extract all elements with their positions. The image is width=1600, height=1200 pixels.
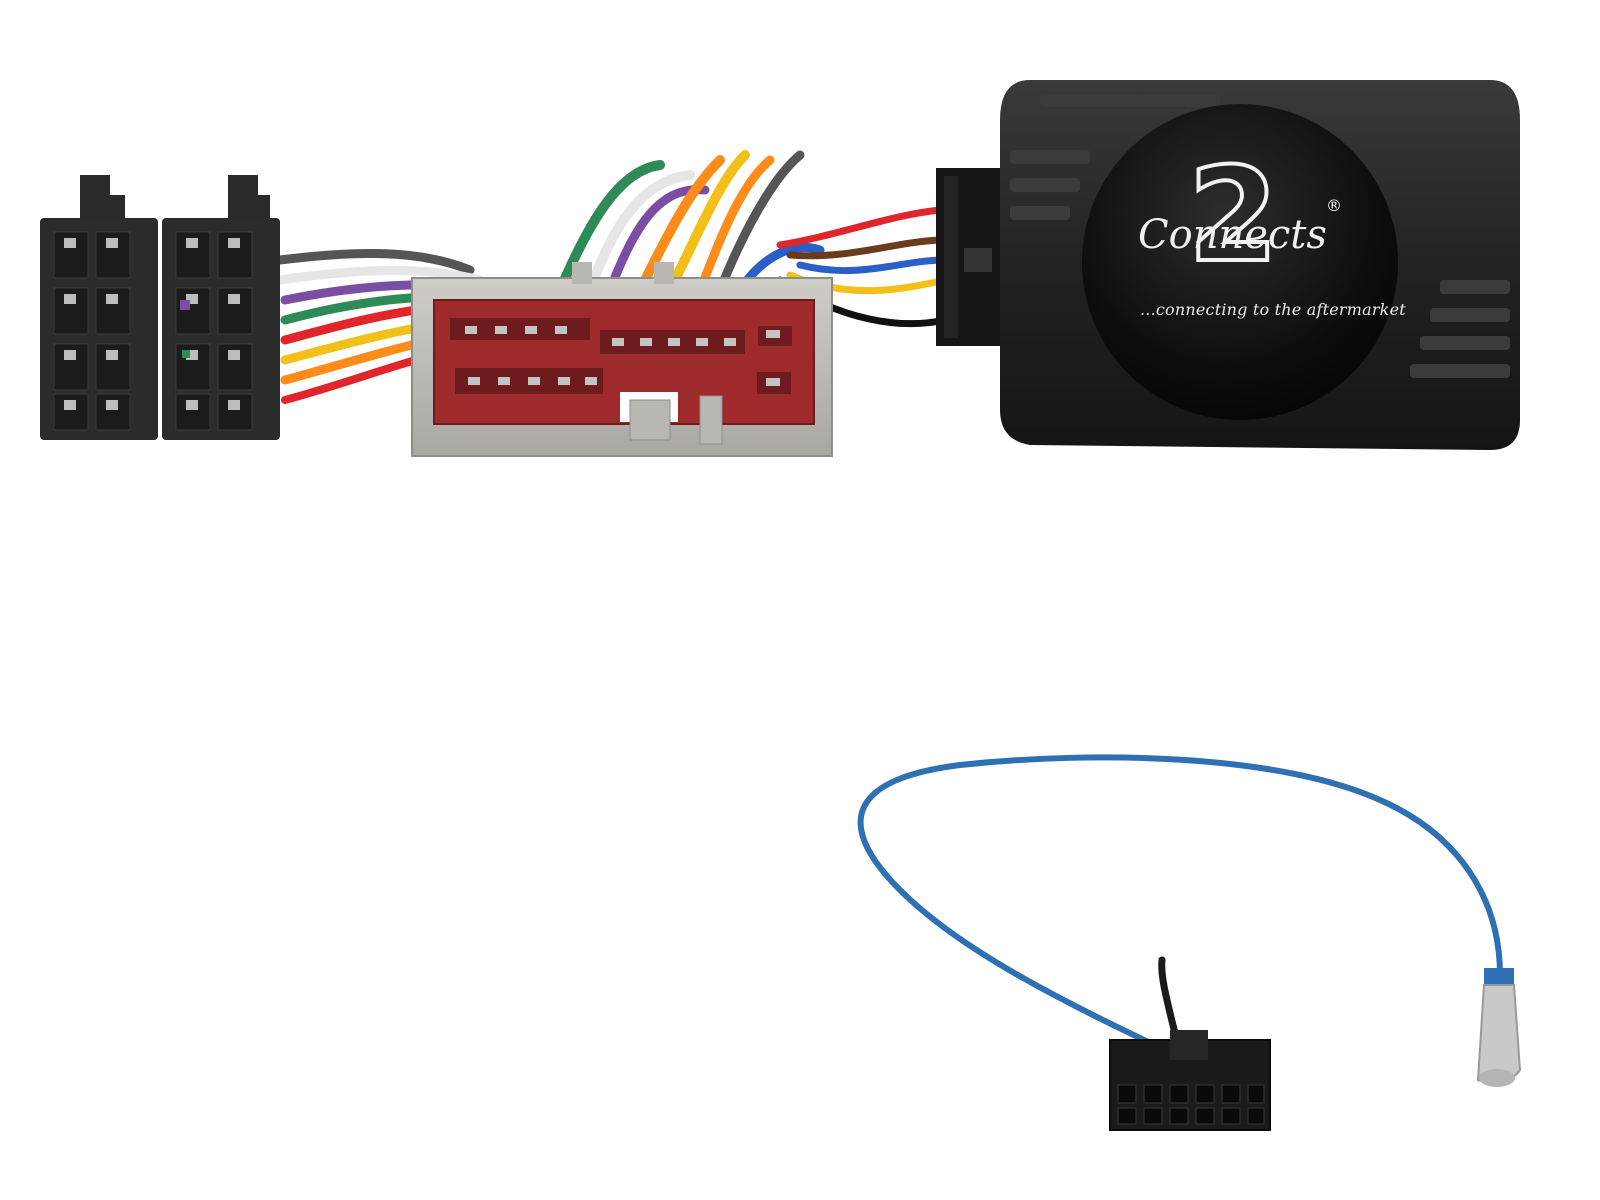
logo-tagline: ...connecting to the aftermarket [1140, 300, 1406, 319]
antenna-plug [1476, 968, 1522, 1087]
iso-connector-pair [40, 175, 280, 440]
logo-digit: 2 [1186, 139, 1280, 291]
patch-lead [857, 754, 1503, 1059]
wire-bundle-top [555, 150, 825, 295]
multi-pin-plug [1109, 1030, 1271, 1131]
logo-wordmark: Connects [1138, 212, 1327, 258]
logo-registered-mark: ® [1326, 196, 1342, 215]
interface-module [1000, 80, 1520, 450]
wire-bundle-left [275, 248, 525, 404]
module-side-connector [936, 168, 1002, 346]
vehicle-harness-plug [411, 262, 833, 457]
